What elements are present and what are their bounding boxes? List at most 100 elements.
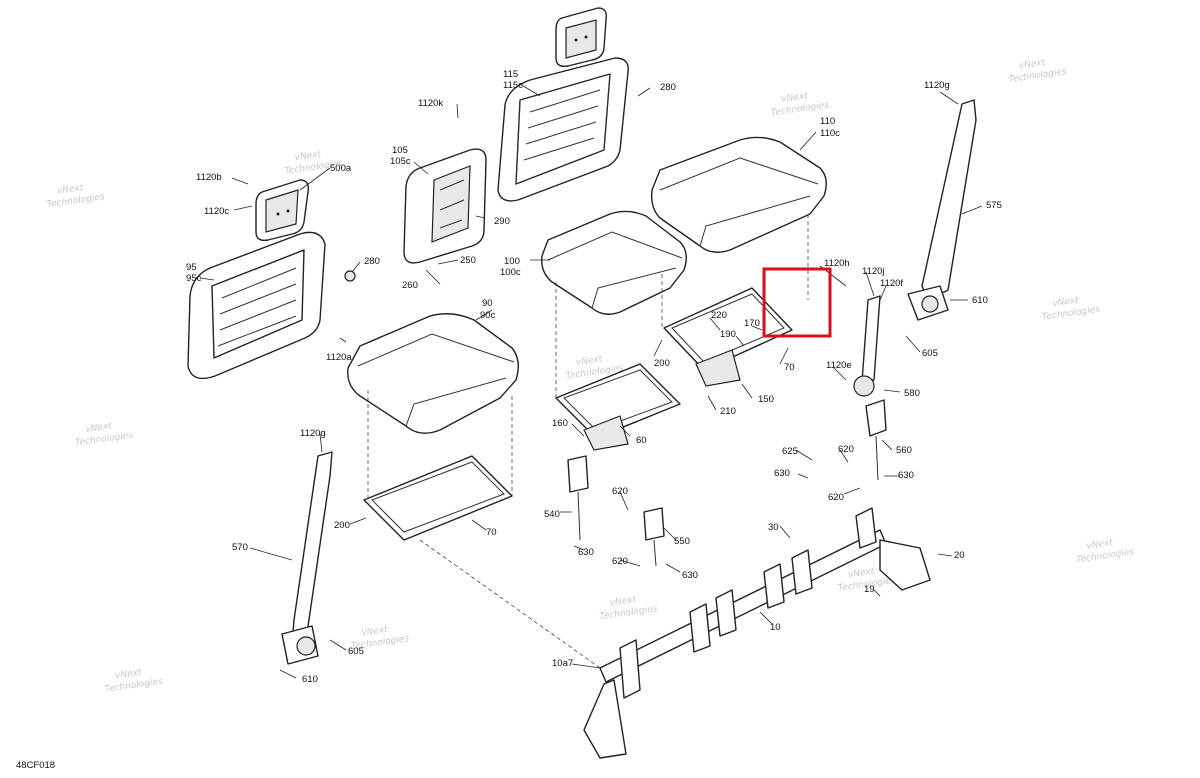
seat-cushion-middle [541,210,687,315]
callout-290: 290 [494,216,510,227]
callout-630: 630 [898,470,914,481]
seat-cushion-front-left [347,313,519,434]
svg-text:Technologies: Technologies [75,430,134,448]
callout-220: 220 [711,310,727,321]
callout-10a7: 10a7 [552,658,573,669]
callout-190: 190 [720,329,736,340]
callout-110c: 110c [820,128,840,139]
svg-text:vNext: vNext [848,567,876,581]
seat-frame-middle [555,363,681,451]
watermark: vNext Technologies [770,91,829,118]
seat-belt-right [853,99,977,397]
figure-code: 48CF018 [16,760,55,771]
leader-lines [199,83,983,679]
svg-text:Technologies: Technologies [1008,67,1067,85]
callout-630: 630 [578,547,594,558]
svg-text:Technologies: Technologies [599,604,658,622]
callout-580: 580 [904,388,920,399]
callout-90c: 90c [480,310,496,321]
callout-605: 605 [348,646,364,657]
callout-200: 200 [334,520,350,531]
callout-20: 20 [954,550,965,561]
svg-text:Technologies: Technologies [1076,547,1135,565]
callout-500a: 500a [330,163,352,174]
callout-100c: 100c [500,267,521,278]
callout-250: 250 [460,255,476,266]
svg-text:vNext: vNext [781,91,809,105]
callout-575: 575 [986,200,1002,211]
watermark: vNext Technologies [1042,295,1101,322]
callout-100: 100 [504,256,520,267]
callout-1120k: 1120k [418,98,443,109]
callout-1120g-top: 1120g [924,80,950,91]
buckle-middle-right [643,507,665,567]
callout-280: 280 [660,82,676,93]
svg-text:vNext: vNext [1018,58,1046,72]
callout-19: 19 [864,584,875,595]
headrest-center [555,7,608,68]
callout-630: 630 [774,468,790,479]
callout-labels: 115 115c 280 1120k 105 105c 290 110 110c… [186,69,1002,685]
callout-115: 115 [503,69,518,80]
headrest-left [255,179,310,242]
callout-620: 620 [838,444,854,455]
callout-10: 10 [770,622,781,633]
callout-540: 540 [544,509,560,520]
svg-text:vNext: vNext [361,625,389,639]
callout-1120b: 1120b [196,172,222,183]
watermark: vNext Technologies [1076,538,1135,565]
alignment-lines [367,214,809,669]
callout-170: 170 [744,318,760,329]
callout-30: 30 [768,522,779,533]
callout-1120e: 1120e [826,360,852,371]
callout-630: 630 [682,570,698,581]
svg-text:vNext: vNext [56,183,84,197]
callout-70: 70 [784,362,795,373]
watermark: vNext Technologies [1008,58,1067,85]
watermark: vNext Technologies [104,668,163,695]
svg-text:vNext: vNext [575,354,603,368]
seat-belt-left [281,451,333,665]
callout-1120g-left: 1120g [300,428,326,439]
svg-text:vNext: vNext [114,668,142,682]
seat-back-panel [403,148,487,264]
callout-1120c: 1120c [204,206,229,217]
callout-105c: 105c [390,156,411,167]
callout-115c: 115c [503,80,523,91]
highlight-box [762,267,832,338]
callout-620: 620 [612,486,628,497]
svg-text:vNext: vNext [1052,295,1080,309]
callout-70: 70 [486,527,497,538]
callout-95: 95 [186,262,197,273]
callout-110: 110 [820,116,835,127]
callout-210: 210 [720,406,736,417]
seat-cushion-rear-right [650,136,827,253]
callout-625: 625 [782,446,798,457]
svg-text:vNext: vNext [1086,538,1114,552]
seat-back-left [187,231,356,380]
seat-frame-right [663,287,793,387]
callout-90: 90 [482,298,493,309]
callout-1120j: 1120j [862,266,885,277]
buckle-right [865,399,887,481]
callout-550: 550 [674,536,690,547]
seat-base-frame [583,507,931,759]
callout-105: 105 [392,145,408,156]
callout-200: 200 [654,358,670,369]
watermark: vNext Technologies [75,421,134,448]
callout-620: 620 [828,492,844,503]
callout-160: 160 [552,418,568,429]
svg-text:Technologies: Technologies [46,192,105,210]
callout-570: 570 [232,542,248,553]
callout-260: 260 [402,280,418,291]
watermark: vNext Technologies [46,183,105,210]
callout-560: 560 [896,445,912,456]
svg-text:Technologies: Technologies [104,677,163,695]
callout-1120h: 1120h [824,258,850,269]
buckle-middle [567,455,589,541]
seat-back-center [497,57,629,202]
callout-95c: 95c [186,273,202,284]
svg-text:vNext: vNext [85,421,113,435]
callout-610: 610 [972,295,988,306]
